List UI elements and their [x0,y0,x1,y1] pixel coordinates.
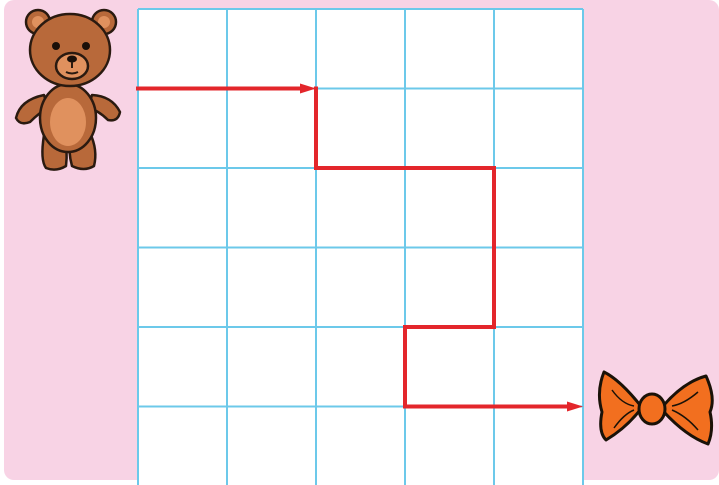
grid [138,9,583,485]
bow-tie-icon [599,372,712,444]
teddy-bear-icon [16,10,120,170]
